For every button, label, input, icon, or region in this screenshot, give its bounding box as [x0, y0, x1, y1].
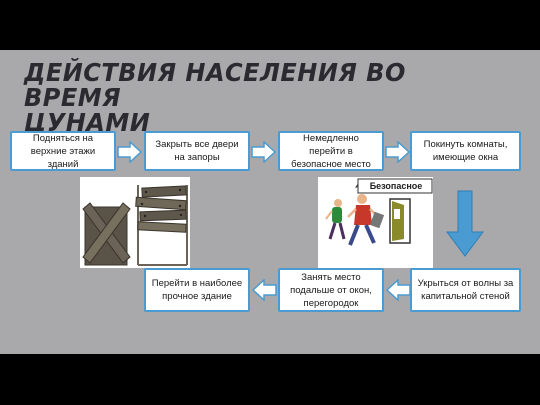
- arrow-left-1: [385, 279, 411, 301]
- safe-place-illustration: Безопасное: [318, 177, 433, 268]
- boarded-door-illustration: [80, 177, 190, 268]
- step-box-1: Подняться на верхние этажи зданий: [10, 131, 116, 171]
- step-label-6: Занять место подальше от окон, перегород…: [290, 271, 372, 309]
- step-label-7: Перейти в наиболее прочное здание: [151, 278, 243, 302]
- boarded-door-icon: [80, 177, 190, 268]
- step-box-2: Закрыть все двери на запоры: [144, 131, 250, 171]
- step-label-5: Укрыться от волны за капитальной стеной: [417, 278, 514, 302]
- arrow-down: [446, 190, 484, 257]
- page-title: ДЕЙСТВИЯ НАСЕЛЕНИЯ ВО ВРЕМЯ ЦУНАМИ: [24, 60, 408, 135]
- title-line-1: ДЕЙСТВИЯ НАСЕЛЕНИЯ ВО ВРЕМЯ: [24, 58, 406, 112]
- step-box-7: Перейти в наиболее прочное здание: [144, 268, 250, 312]
- step-label-3: Немедленно перейти в безопасное место: [291, 132, 371, 170]
- title-line-2: ЦУНАМИ: [24, 108, 151, 137]
- step-box-3: Немедленно перейти в безопасное место: [278, 131, 384, 171]
- step-box-4: Покинуть комнаты, имеющие окна: [410, 131, 521, 171]
- step-box-5: Укрыться от волны за капитальной стеной: [410, 268, 521, 312]
- arrow-right-2: [251, 141, 277, 163]
- arrow-left-2: [251, 279, 277, 301]
- running-people-icon: [318, 177, 433, 268]
- step-box-6: Занять место подальше от окон, перегород…: [278, 268, 384, 312]
- step-label-2: Закрыть все двери на запоры: [155, 139, 239, 163]
- step-label-1: Подняться на верхние этажи зданий: [30, 132, 96, 170]
- arrow-right-3: [385, 141, 411, 163]
- safe-sign-text: Безопасное: [369, 181, 423, 191]
- arrow-right-1: [117, 141, 143, 163]
- step-label-4: Покинуть комнаты, имеющие окна: [423, 139, 508, 163]
